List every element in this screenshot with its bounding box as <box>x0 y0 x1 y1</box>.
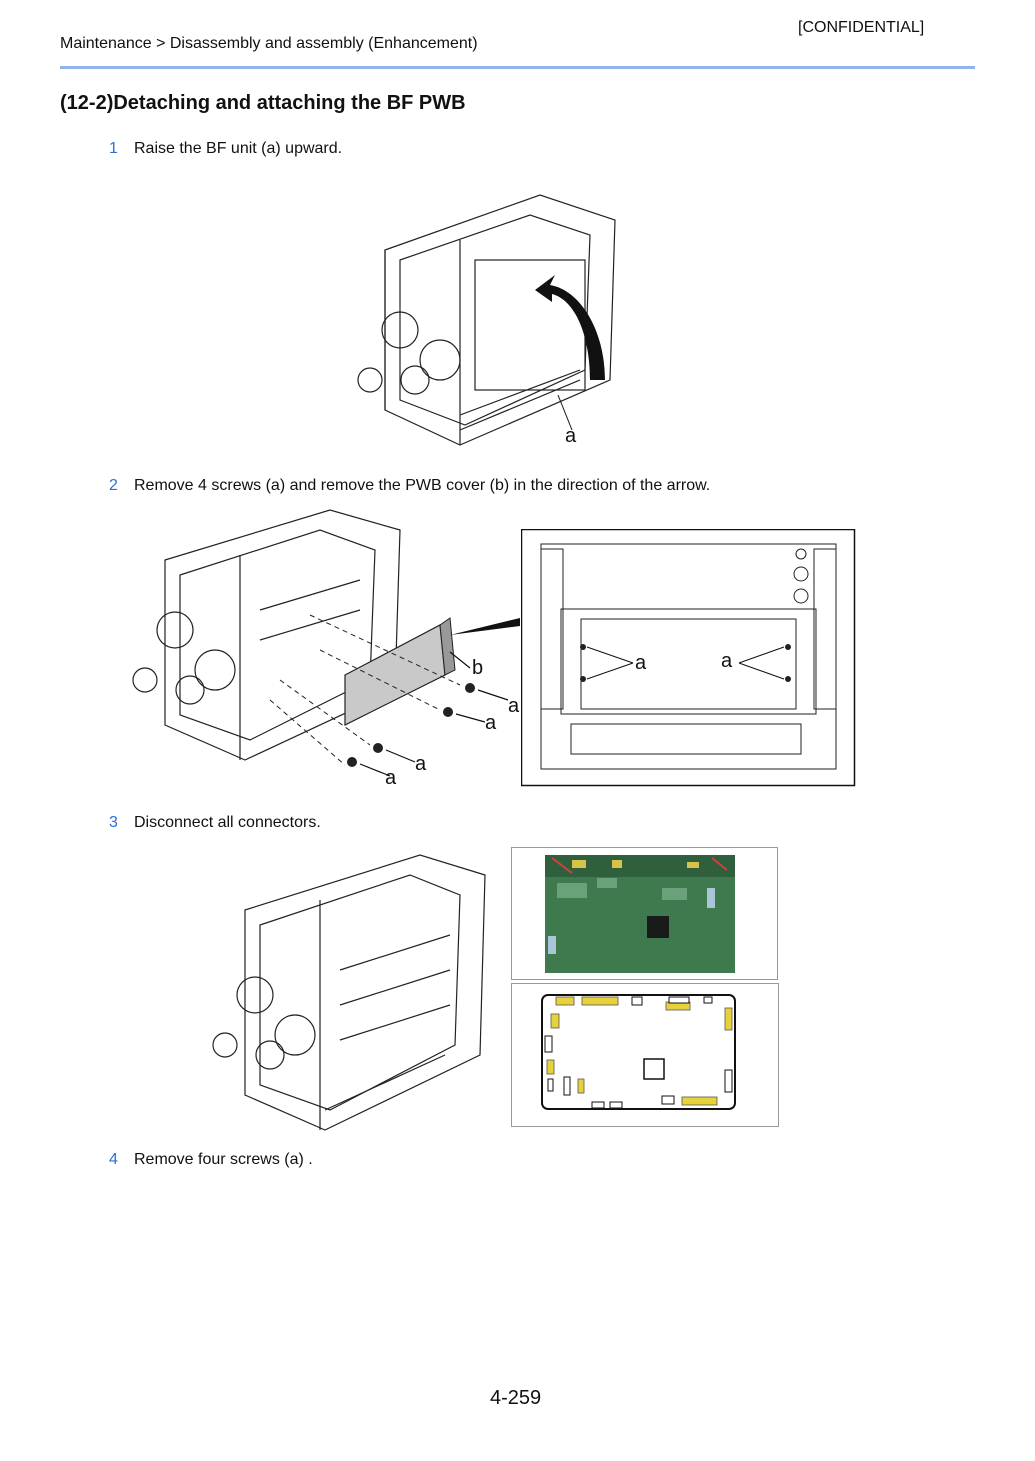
label-a: a <box>565 425 577 447</box>
step-text: Remove 4 screws (a) and remove the PWB c… <box>134 477 711 494</box>
detail-label-a: a <box>635 652 647 674</box>
label-a: a <box>508 695 520 717</box>
main-ic <box>643 1058 665 1080</box>
label-b: b <box>472 657 483 679</box>
screw-icons <box>347 683 475 767</box>
machine-drawing <box>212 854 486 1131</box>
step-4: 4 Remove four screws (a) . <box>109 1151 313 1169</box>
figure-screw-detail: a a <box>521 529 856 787</box>
step-1: 1 Raise the BF unit (a) upward. <box>109 140 342 158</box>
label-a: a <box>385 767 397 789</box>
figure-raise-bf-unit: a <box>357 194 616 447</box>
detail-frame <box>521 529 856 787</box>
step-text: Disconnect all connectors. <box>134 814 321 831</box>
callout-pointer <box>450 618 520 635</box>
header-rule <box>60 66 975 69</box>
step-number: 2 <box>109 477 118 494</box>
pcb-outline <box>541 994 736 1110</box>
figure-bf-pwb-location <box>212 854 486 1131</box>
page-title: (12-2)Detaching and attaching the BF PWB <box>60 92 466 114</box>
step-number: 4 <box>109 1151 118 1168</box>
screw-positions <box>580 644 791 682</box>
detail-label-a: a <box>721 650 733 672</box>
breadcrumb: Maintenance > Disassembly and assembly (… <box>60 35 478 52</box>
machine-drawing <box>132 509 401 761</box>
confidential-label: [CONFIDENTIAL] <box>798 19 925 36</box>
connectors <box>546 996 733 1106</box>
step-3: 3 Disconnect all connectors. <box>109 814 321 832</box>
pwb-cover <box>344 624 446 726</box>
page-number: 4-259 <box>490 1387 542 1409</box>
step-number: 1 <box>109 140 118 157</box>
machine-rear-drawing <box>540 543 837 770</box>
step-text: Raise the BF unit (a) upward. <box>134 140 343 157</box>
machine-drawing <box>357 194 616 446</box>
step-number: 3 <box>109 814 118 831</box>
connector-diagram <box>541 994 736 1110</box>
pcb-photo <box>545 855 735 973</box>
label-a: a <box>415 753 427 775</box>
pcb-photo-pane <box>511 847 778 980</box>
figure-remove-pwb-cover: b a a a a <box>132 509 520 789</box>
pcb-chip <box>647 916 669 938</box>
connector-diagram-pane <box>511 983 779 1127</box>
step-text: Remove four screws (a) . <box>134 1151 313 1168</box>
raise-arrow-icon <box>535 275 605 380</box>
step-2: 2 Remove 4 screws (a) and remove the PWB … <box>109 477 710 495</box>
leader-line <box>557 394 573 431</box>
label-a: a <box>485 712 497 734</box>
